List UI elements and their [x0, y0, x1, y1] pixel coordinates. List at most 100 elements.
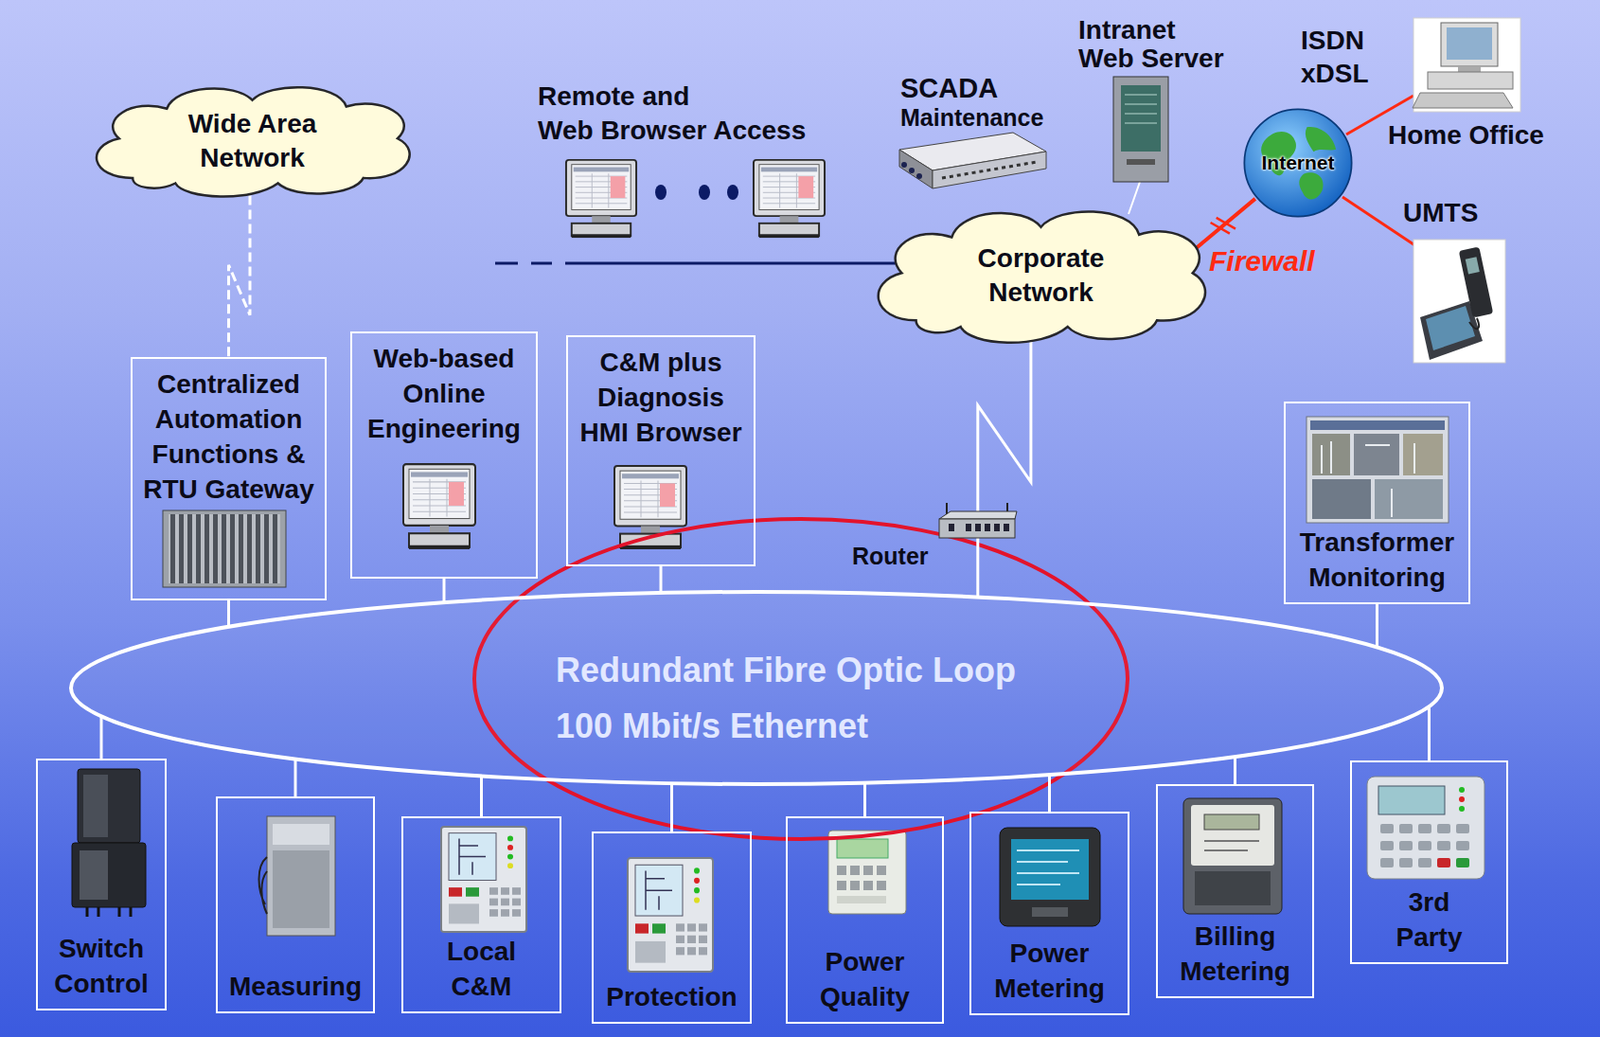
label-text: Remote and	[537, 80, 690, 113]
third-party-device-part	[1437, 823, 1451, 834]
device-box: Power Quality	[785, 816, 944, 1024]
third-party-device-part	[1399, 840, 1413, 851]
power-quality-device-part	[876, 865, 887, 875]
label-holder: SCADA	[900, 71, 998, 106]
network-cloud: Wide Area Network	[81, 76, 424, 205]
third-party-device-part	[1437, 840, 1451, 851]
node-text: Protection	[598, 978, 746, 1014]
node-text: Power Metering	[988, 935, 1112, 1006]
router-icon-part	[975, 523, 981, 532]
label-holder: UMTS	[1403, 196, 1478, 230]
device-box: Local C&M	[401, 816, 562, 1014]
power-meter-device-part	[1011, 838, 1089, 900]
web-server-tower	[1113, 76, 1169, 214]
connector	[659, 566, 663, 593]
third-party-device-part	[1437, 857, 1451, 868]
label-text: Home Office	[1387, 119, 1545, 152]
device-box: Web-based Online Engineering	[350, 331, 538, 579]
engineering-monitor	[403, 463, 476, 550]
label-text: Firewall	[1208, 244, 1316, 279]
globe-outline-part	[1298, 172, 1323, 199]
third-party-device-part	[1380, 823, 1394, 834]
label-text: Intranet Web Server	[1078, 16, 1232, 73]
power-quality-device-part	[836, 838, 889, 858]
home-office-pc-part	[1413, 17, 1521, 112]
third-party-device-part	[1399, 823, 1413, 834]
label-text: Web Browser Access	[537, 114, 806, 147]
connector	[1427, 706, 1431, 761]
device-box: Centralized Automation Functions & RTU G…	[130, 356, 327, 601]
device-box: Billing Metering	[1155, 783, 1315, 998]
node-text: Switch Control	[44, 930, 159, 1001]
label-holder: Router	[852, 541, 929, 570]
cloud-outline-part	[878, 211, 1206, 342]
transformer-screen-part	[1321, 441, 1415, 517]
third-party-device-part	[1458, 796, 1465, 802]
rtu-rack	[162, 510, 286, 587]
home-office-pc	[1346, 17, 1521, 135]
scada-device-part	[942, 161, 1037, 178]
transformer-screen-part	[1353, 433, 1400, 476]
home-office-pc-part	[1427, 71, 1513, 89]
remote-access-line-part	[495, 262, 909, 266]
switch-control-device-part	[71, 842, 146, 907]
loop-text: 100 Mbit/s Ethernet	[555, 705, 869, 747]
remote-access-line	[495, 263, 909, 265]
label-text: xDSL	[1300, 57, 1369, 90]
transformer-screen-part	[1403, 433, 1443, 476]
third-party-device-part	[1418, 857, 1432, 868]
transformer-screen	[1306, 416, 1449, 523]
label-holder: xDSL	[1300, 57, 1369, 90]
label-holder: Home Office	[1387, 119, 1545, 152]
connector	[1375, 604, 1379, 647]
router-icon-part	[948, 523, 955, 532]
ellipsis-dots-part	[655, 184, 667, 200]
router-icon-part	[984, 523, 991, 532]
connector	[443, 578, 446, 603]
connector	[977, 341, 1032, 598]
power-quality-device	[828, 830, 907, 914]
scada-device-part	[901, 161, 907, 168]
third-party-device-part	[1458, 786, 1465, 793]
router-icon	[939, 502, 1017, 538]
node-text: Centralized Automation Functions & RTU G…	[139, 366, 320, 507]
globe-outline-part	[1244, 108, 1352, 216]
node-text: 3rd Party	[1384, 884, 1475, 955]
connector	[1048, 774, 1051, 812]
power-quality-device-part	[836, 895, 887, 904]
connector	[294, 759, 298, 797]
web-server-tower-part	[1126, 159, 1156, 165]
home-office-pc-part	[1457, 66, 1481, 72]
transformer-screen-part	[1374, 479, 1443, 519]
loop-outline-part	[71, 591, 1442, 784]
router-icon-part	[939, 511, 1017, 519]
router-icon-part	[1003, 523, 1010, 532]
billing-meter-device-part	[1204, 840, 1260, 851]
third-party-device-part	[1418, 823, 1432, 834]
network-cloud: Corporate Network	[862, 198, 1220, 353]
web-server-tower-part	[1120, 85, 1161, 152]
cloud-outline	[81, 76, 424, 205]
switch-control-device	[71, 768, 146, 917]
label-holder: Intranet Web Server	[1078, 16, 1232, 73]
node-text: Measuring	[222, 968, 370, 1004]
measuring-device-part	[266, 816, 336, 936]
label-text: Maintenance	[900, 103, 1044, 132]
connector	[227, 600, 231, 627]
mobile-phone-laptop-part	[1465, 256, 1480, 274]
billing-meter-device-part	[1204, 814, 1260, 830]
firewall-mark	[1210, 217, 1236, 234]
power-quality-device-part	[863, 880, 873, 890]
billing-meter-device	[1183, 798, 1282, 914]
label-text: SCADA	[900, 71, 998, 106]
device-box: Switch Control	[35, 758, 167, 1011]
protection-relay	[627, 857, 713, 972]
connector	[1233, 756, 1237, 784]
third-party-device	[1367, 776, 1485, 879]
mobile-phone-laptop-part	[1469, 318, 1479, 329]
scada-device-part	[932, 151, 1047, 189]
connector	[670, 782, 674, 832]
transformer-screen-part	[1310, 420, 1445, 430]
transformer-screen-part	[1312, 479, 1371, 519]
